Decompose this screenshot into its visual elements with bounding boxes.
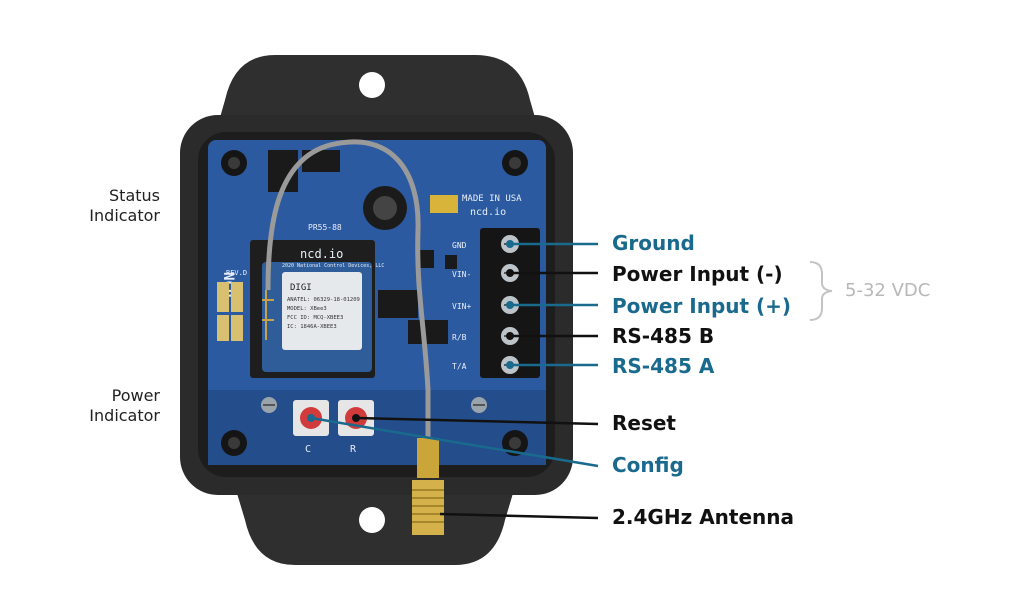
config-leader [310,416,599,468]
xbee-brand: DIGI [290,283,312,293]
config-dot [307,414,315,422]
sma-connector-inner [417,438,439,478]
sma-connector [412,480,444,535]
status-indicator-label: Status Indicator [50,186,160,226]
antenna-leader [439,512,599,520]
small-parts-1 [420,250,434,268]
power-input-plus-label: Power Input (+) [612,294,792,318]
voltage-brace [809,261,833,321]
power-indicator-label: Power Indicator [50,386,160,426]
rs485a-dot [506,361,514,369]
config-label: Config [612,453,684,477]
status-led-pad [217,282,229,312]
pcb-brand: ncd.io [300,247,343,261]
antenna-label: 2.4GHz Antenna [612,505,795,529]
xbee-line-2: MODEL: XBee3 [287,306,327,312]
ground-dot [506,240,514,248]
vin-minus-dot [506,269,514,277]
power-led-pad-2 [231,315,243,341]
status-led-pad-2 [231,282,243,312]
voltage-range-label: 5-32 VDC [845,280,931,301]
xbee-antenna-trace [262,290,274,340]
vin-plus-dot [506,301,514,309]
power-led-pad [217,315,229,341]
power-ic [378,290,418,318]
pcb-shade [208,390,546,465]
power-indicator-line1: Power [111,386,160,405]
rs485-ic [408,320,448,344]
pcb-board [208,140,546,465]
reset-leader [355,416,599,426]
pcb-company: 2020 National Control Devices, LLC [282,263,384,269]
button-mark-c: C [305,444,311,455]
mount-hole-bottom [359,507,385,533]
status-indicator-line1: Status [109,186,160,205]
power-indicator-line2: Indicator [89,406,160,425]
rs485-a-label: RS-485 A [612,354,715,378]
tantalum-cap [430,195,458,213]
terminal-mark-vin-minus: VIN- [452,270,471,279]
button-mark-r: R [350,444,357,455]
pcb-site: ncd.io [470,207,506,218]
rs485b-dot [506,332,514,340]
inductor-core [373,196,397,220]
sma-threads [412,489,444,523]
ground-label: Ground [612,231,695,255]
xbee-line-1: ANATEL: 06329-18-01209 [287,297,360,303]
pcb-part: PR55-88 [308,223,342,232]
pcb-made-in: MADE IN USA [462,194,522,204]
terminal-mark-vin-plus: VIN+ [452,302,471,311]
terminal-mark-ta: T/A [452,362,467,371]
small-parts-2 [445,255,457,269]
power-input-minus-label: Power Input (-) [612,262,783,286]
pcb-rev: REV.D [226,269,247,277]
terminal-mark-rb: R/B [452,333,467,342]
reset-dot [352,414,360,422]
antenna-cable [265,139,431,450]
status-indicator-line2: Indicator [89,206,160,225]
xbee-line-3: FCC ID: MCQ-XBEE3 [287,315,343,321]
rs485-b-label: RS-485 B [612,324,715,348]
xbee-line-4: IC: 1846A-XBEE3 [287,324,337,330]
terminal-mark-gnd: GND [452,241,467,250]
board-screws [261,397,487,413]
reset-label: Reset [612,411,676,435]
xbee-shield [282,272,362,350]
mount-hole-top [359,72,385,98]
callout-lines [310,242,599,520]
corner-screws [221,150,528,456]
